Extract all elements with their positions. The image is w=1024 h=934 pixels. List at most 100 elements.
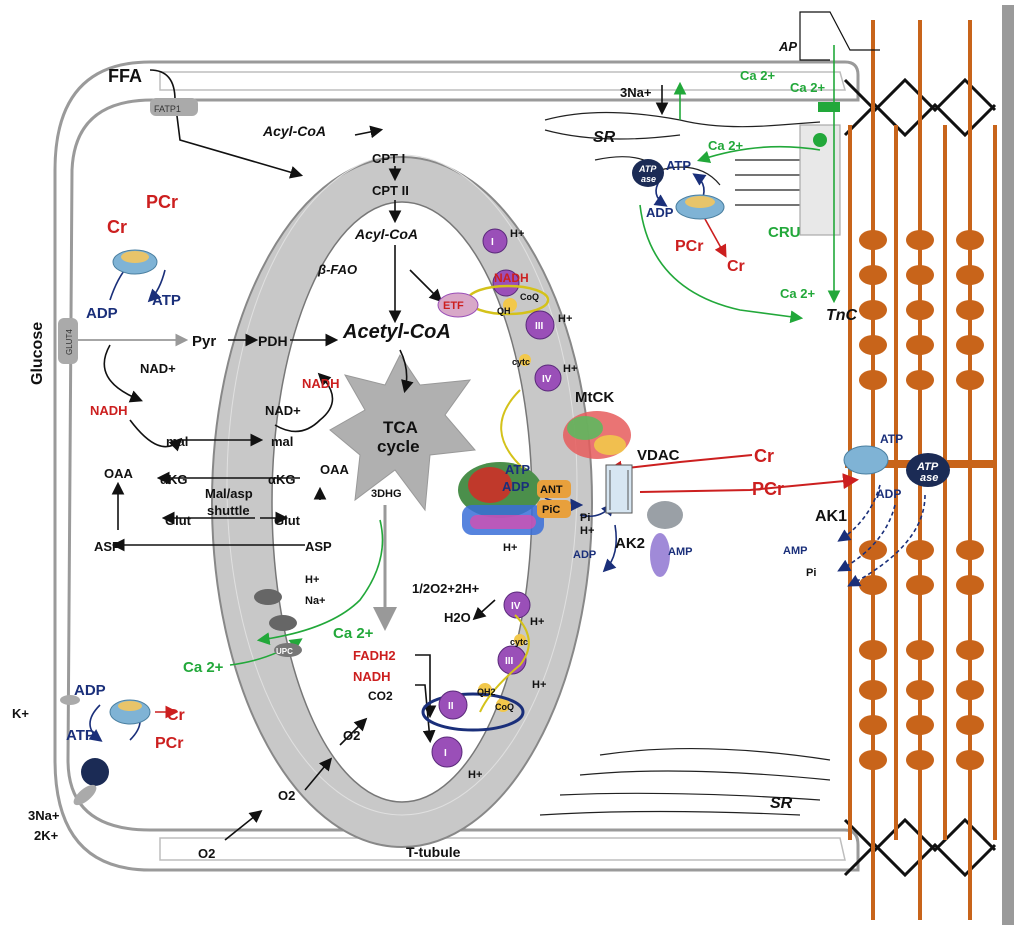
complex-iv-label: IV [542, 374, 552, 385]
mito-asp-label: ASP [305, 539, 332, 554]
k-plus-label: K+ [12, 706, 29, 721]
hplus-label-4: H+ [530, 616, 544, 628]
myo-pi-label: Pi [806, 567, 816, 579]
cytosol-asp-label: ASP [94, 539, 121, 554]
mito-adp2-label: ADP [573, 549, 596, 561]
pic-carrier-icon [537, 500, 571, 518]
cytosol-glut-label: Glut [165, 513, 192, 528]
myo-adp-label: ADP [876, 487, 901, 501]
cytosol-oaa-label: OAA [104, 466, 134, 481]
sr-adp-label: ADP [646, 205, 674, 220]
pyr-label: Pyr [192, 333, 216, 350]
cytosol-atp-label: ATP [152, 292, 181, 309]
tca-cycle-star [329, 354, 476, 512]
vdac-channel-icon [605, 464, 633, 514]
glucose-label: Glucose [29, 322, 46, 385]
o2-label-a: O2 [198, 846, 215, 861]
myo-atp-label: ATP [880, 432, 903, 446]
sr-bottom [539, 747, 831, 816]
ant-carrier-icon [537, 480, 571, 498]
sr-ck-icon [675, 194, 725, 220]
hplus-label-2: H+ [558, 313, 572, 325]
h2o-label: H2O [444, 610, 471, 625]
complex-ii-label: II [448, 701, 454, 712]
cytosolic-ck-icon [112, 249, 158, 275]
complex1-nadh-label: NADH [494, 271, 529, 285]
sr-na3-label: 3Na+ [620, 85, 652, 100]
mitochondrion [211, 154, 593, 848]
sr-atpase-label-2: ase [641, 174, 656, 184]
hplus-label-3: H+ [563, 363, 577, 375]
fatp1-icon [150, 98, 198, 116]
pump-atp-label: ATP [66, 727, 95, 744]
cytosol-mal-label: mal [166, 434, 188, 449]
myofibril-ck-icon [843, 445, 889, 475]
tca-label-2: cycle [377, 437, 420, 456]
cru-label: CRU [768, 224, 801, 241]
tnc-label: TnC [826, 307, 858, 324]
z-line-right [1002, 5, 1014, 925]
shuttle-label-1: Mal/asp [205, 486, 253, 501]
cytosol-nadh-label: NADH [90, 403, 128, 418]
sr-ca-label-4: Ca 2+ [780, 286, 815, 301]
ak2-icon [647, 501, 683, 577]
myo-atpase-icon [906, 453, 950, 487]
mito-oaa-label: OAA [320, 462, 350, 477]
myo-cr-label: Cr [754, 446, 774, 466]
o2-label-b: O2 [278, 788, 295, 803]
fatp1-label: FATP1 [154, 104, 181, 114]
upc-icon [254, 589, 302, 657]
coq-label-2: CoQ [495, 702, 514, 712]
mito-akg-label: αKG [268, 472, 296, 487]
ffa-label: FFA [108, 66, 142, 86]
cytc-label-2: cytc [510, 637, 528, 647]
etf-label: ETF [443, 300, 464, 312]
myo-pcr-label: PCr [752, 479, 784, 499]
ak1-label: AK1 [815, 508, 847, 525]
cytosol-pcr-label: PCr [146, 192, 178, 212]
ap-label: AP [778, 39, 797, 54]
shuttle-label-2: shuttle [207, 503, 250, 518]
etc-complexes [421, 228, 562, 768]
sr-top-label: SR [593, 129, 616, 146]
ak2-label: AK2 [615, 535, 645, 552]
mito-amp-label: AMP [668, 546, 692, 558]
complex-i-label-2: I [444, 748, 447, 759]
cytosol-adp-label: ADP [86, 305, 118, 322]
myo-atpase-label-2: ase [920, 472, 938, 484]
mtck-label: MtCK [575, 389, 614, 406]
o2-water-label: 1/2O2+2H+ [412, 581, 480, 596]
pi-label: Pi [580, 512, 590, 524]
mito-nad-label: NAD+ [265, 403, 301, 418]
qh-label: QH [497, 306, 511, 316]
sr-atp-label: ATP [666, 158, 691, 173]
qh2-label: QH2 [477, 687, 496, 697]
pump-cr-label: Cr [167, 707, 185, 724]
upc-hplus-label: H+ [305, 574, 319, 586]
labels: FFA FATP1 GLUT4 Glucose T-tubule K+ 3Na+… [12, 39, 939, 861]
sr-bottom-label: SR [770, 795, 793, 812]
mito-atp-label: ATP [505, 462, 530, 477]
coq-label: CoQ [520, 292, 539, 302]
t-tubule-label: T-tubule [406, 844, 461, 860]
nadh-b-label: NADH [353, 669, 391, 684]
sr-pcr-label: PCr [675, 238, 703, 255]
cpt2-label: CPT II [372, 183, 409, 198]
cytosol-ca-label: Ca 2+ [183, 659, 224, 676]
o2-label-c: O2 [343, 728, 360, 743]
cytosol-acyl-coa-label: Acyl-CoA [262, 123, 326, 139]
cytc-label: cytc [512, 357, 530, 367]
mtck-icon [563, 411, 631, 459]
pump-adp-label: ADP [74, 682, 106, 699]
glut4-icon [58, 318, 78, 364]
hplus-label-7: H+ [503, 542, 517, 554]
sr-ca-label-3: Ca 2+ [708, 138, 743, 153]
myo-amp-label: AMP [783, 545, 807, 557]
mito-nadh-label: NADH [302, 376, 340, 391]
acetyl-coa-label: Acetyl-CoA [342, 321, 451, 343]
sr-ca-label-2: Ca 2+ [790, 80, 825, 95]
mito-ca-label: Ca 2+ [333, 625, 374, 642]
hplus-label-6: H+ [468, 769, 482, 781]
